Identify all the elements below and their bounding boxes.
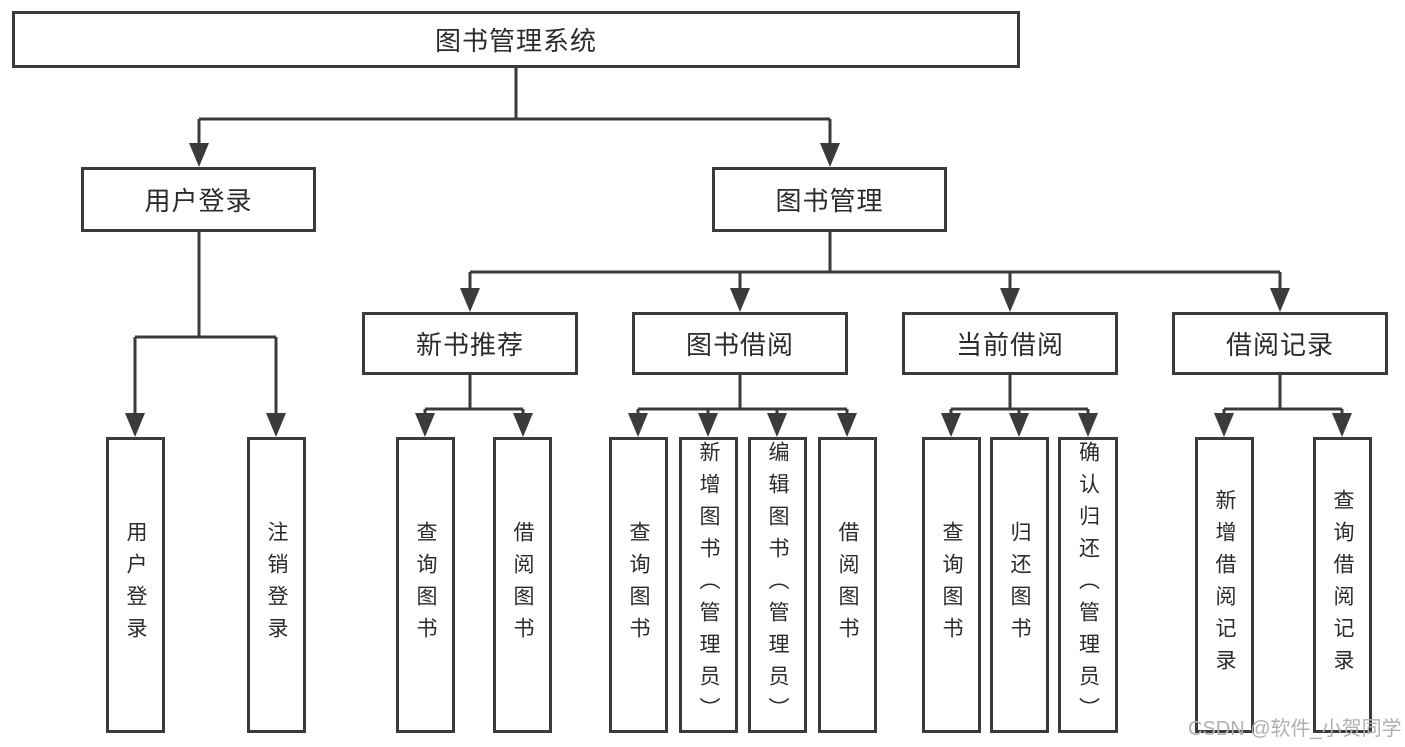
arrowhead (1000, 288, 1020, 312)
node-library-system: 图书管理系统 (12, 11, 1020, 68)
leaf-current-query-books-label: 查询图书 (940, 521, 963, 649)
arrowhead (266, 413, 286, 437)
node-book-borrowing: 图书借阅 (632, 312, 848, 375)
leaf-current-return-books-label: 归还图书 (1008, 521, 1031, 649)
node-new-book-recommend: 新书推荐 (362, 312, 578, 375)
node-book-management-label: 图书管理 (775, 186, 884, 216)
leaf-borrow-add-books-admin-label: 新增图书（管理员） (697, 441, 720, 729)
arrowhead (189, 143, 209, 167)
watermark: CSDN @软件_小贺同学 (1188, 718, 1402, 740)
node-user-login-label: 用户登录 (144, 186, 253, 216)
leaf-user-login: 用户登录 (106, 437, 165, 733)
leaf-newbook-query-books: 查询图书 (396, 437, 455, 733)
node-book-management: 图书管理 (712, 167, 947, 232)
arrowhead (1214, 413, 1234, 437)
arrowhead (460, 288, 480, 312)
leaf-borrow-edit-books-admin-label: 编辑图书（管理员） (766, 441, 789, 729)
arrowhead (730, 288, 750, 312)
arrowhead (941, 413, 961, 437)
leaf-current-query-books: 查询图书 (922, 437, 981, 733)
leaf-newbook-query-books-label: 查询图书 (414, 521, 437, 649)
leaf-add-borrow-record-label: 新增借阅记录 (1213, 489, 1236, 681)
leaf-user-login-label: 用户登录 (124, 521, 147, 649)
arrowhead (1332, 413, 1352, 437)
leaf-query-borrow-record-label: 查询借阅记录 (1331, 489, 1354, 681)
node-book-borrowing-label: 图书借阅 (685, 330, 794, 360)
leaf-query-borrow-record: 查询借阅记录 (1313, 437, 1372, 733)
node-borrowing-records: 借阅记录 (1172, 312, 1388, 375)
node-new-book-recommend-label: 新书推荐 (415, 330, 524, 360)
arrowhead (1078, 413, 1098, 437)
arrowhead (628, 413, 648, 437)
leaf-borrow-query-books-label: 查询图书 (627, 521, 650, 649)
leaf-borrow-query-books: 查询图书 (609, 437, 668, 733)
leaf-borrow-borrow-books: 借阅图书 (818, 437, 877, 733)
leaf-current-return-books: 归还图书 (990, 437, 1049, 733)
arrowhead (1009, 413, 1029, 437)
leaf-newbook-borrow-books: 借阅图书 (493, 437, 552, 733)
leaf-current-confirm-return-admin-label: 确认归还（管理员） (1076, 441, 1100, 729)
node-user-login: 用户登录 (81, 167, 316, 232)
arrowhead (837, 413, 857, 437)
arrowhead (513, 413, 533, 437)
leaf-newbook-borrow-books-label: 借阅图书 (511, 521, 534, 649)
node-borrowing-records-label: 借阅记录 (1225, 330, 1334, 360)
arrowhead (820, 143, 840, 167)
node-current-borrowing: 当前借阅 (902, 312, 1118, 375)
arrowhead (1270, 288, 1290, 312)
arrowhead (767, 413, 787, 437)
leaf-borrow-add-books-admin: 新增图书（管理员） (679, 437, 738, 733)
node-current-borrowing-label: 当前借阅 (955, 330, 1064, 360)
leaf-borrow-borrow-books-label: 借阅图书 (836, 521, 859, 649)
arrowhead (125, 413, 145, 437)
arrowhead (415, 413, 435, 437)
leaf-current-confirm-return-admin: 确认归还（管理员） (1058, 437, 1118, 733)
leaf-add-borrow-record: 新增借阅记录 (1195, 437, 1254, 733)
arrowhead (698, 413, 718, 437)
leaf-logout-label: 注销登录 (265, 521, 288, 649)
leaf-logout: 注销登录 (247, 437, 306, 733)
leaf-borrow-edit-books-admin: 编辑图书（管理员） (748, 437, 807, 733)
node-library-system-label: 图书管理系统 (434, 26, 597, 56)
